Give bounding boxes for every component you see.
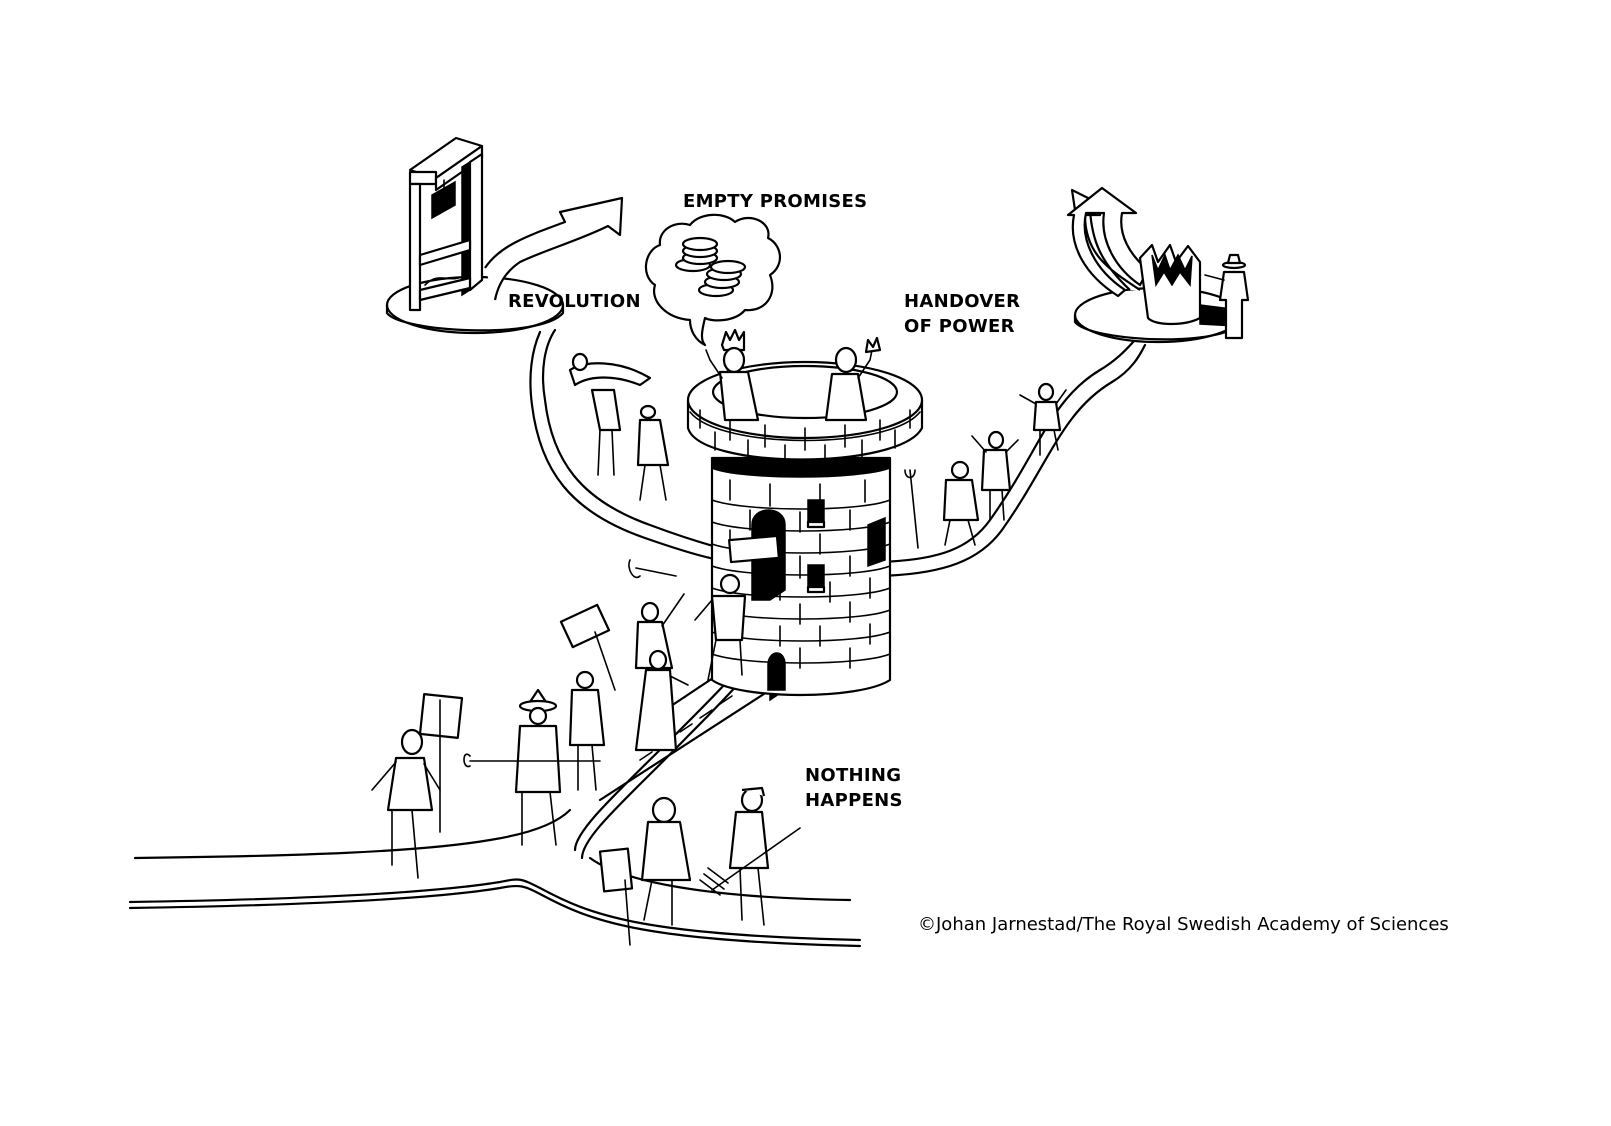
handover-arrow-icon [1066, 186, 1150, 298]
coins-icon [674, 236, 747, 298]
crowd-ramp [559, 559, 747, 791]
guillotine-icon [408, 136, 484, 312]
figure-farmer-at-crown [1204, 253, 1250, 340]
label-handover-of-power: HANDOVER OF POWER [904, 291, 1021, 337]
label-revolution: REVOLUTION [508, 291, 641, 312]
crowd-nothing-happens [598, 786, 801, 946]
handover-path [878, 338, 1147, 578]
crowd-ground [371, 688, 601, 879]
crowd-handover [904, 382, 1067, 549]
copyright-credit: ©Johan Jarnestad/The Royal Swedish Acade… [918, 914, 1449, 935]
crowd-revolution [568, 352, 670, 501]
label-nothing-happens: NOTHING HAPPENS [805, 765, 903, 811]
crown-icon [1138, 243, 1202, 326]
label-empty-promises: EMPTY PROMISES [683, 191, 868, 212]
revolution-arrow-icon [484, 196, 624, 301]
figure-king [705, 328, 760, 422]
revolution-path [529, 328, 722, 562]
figure-leader [824, 336, 882, 422]
